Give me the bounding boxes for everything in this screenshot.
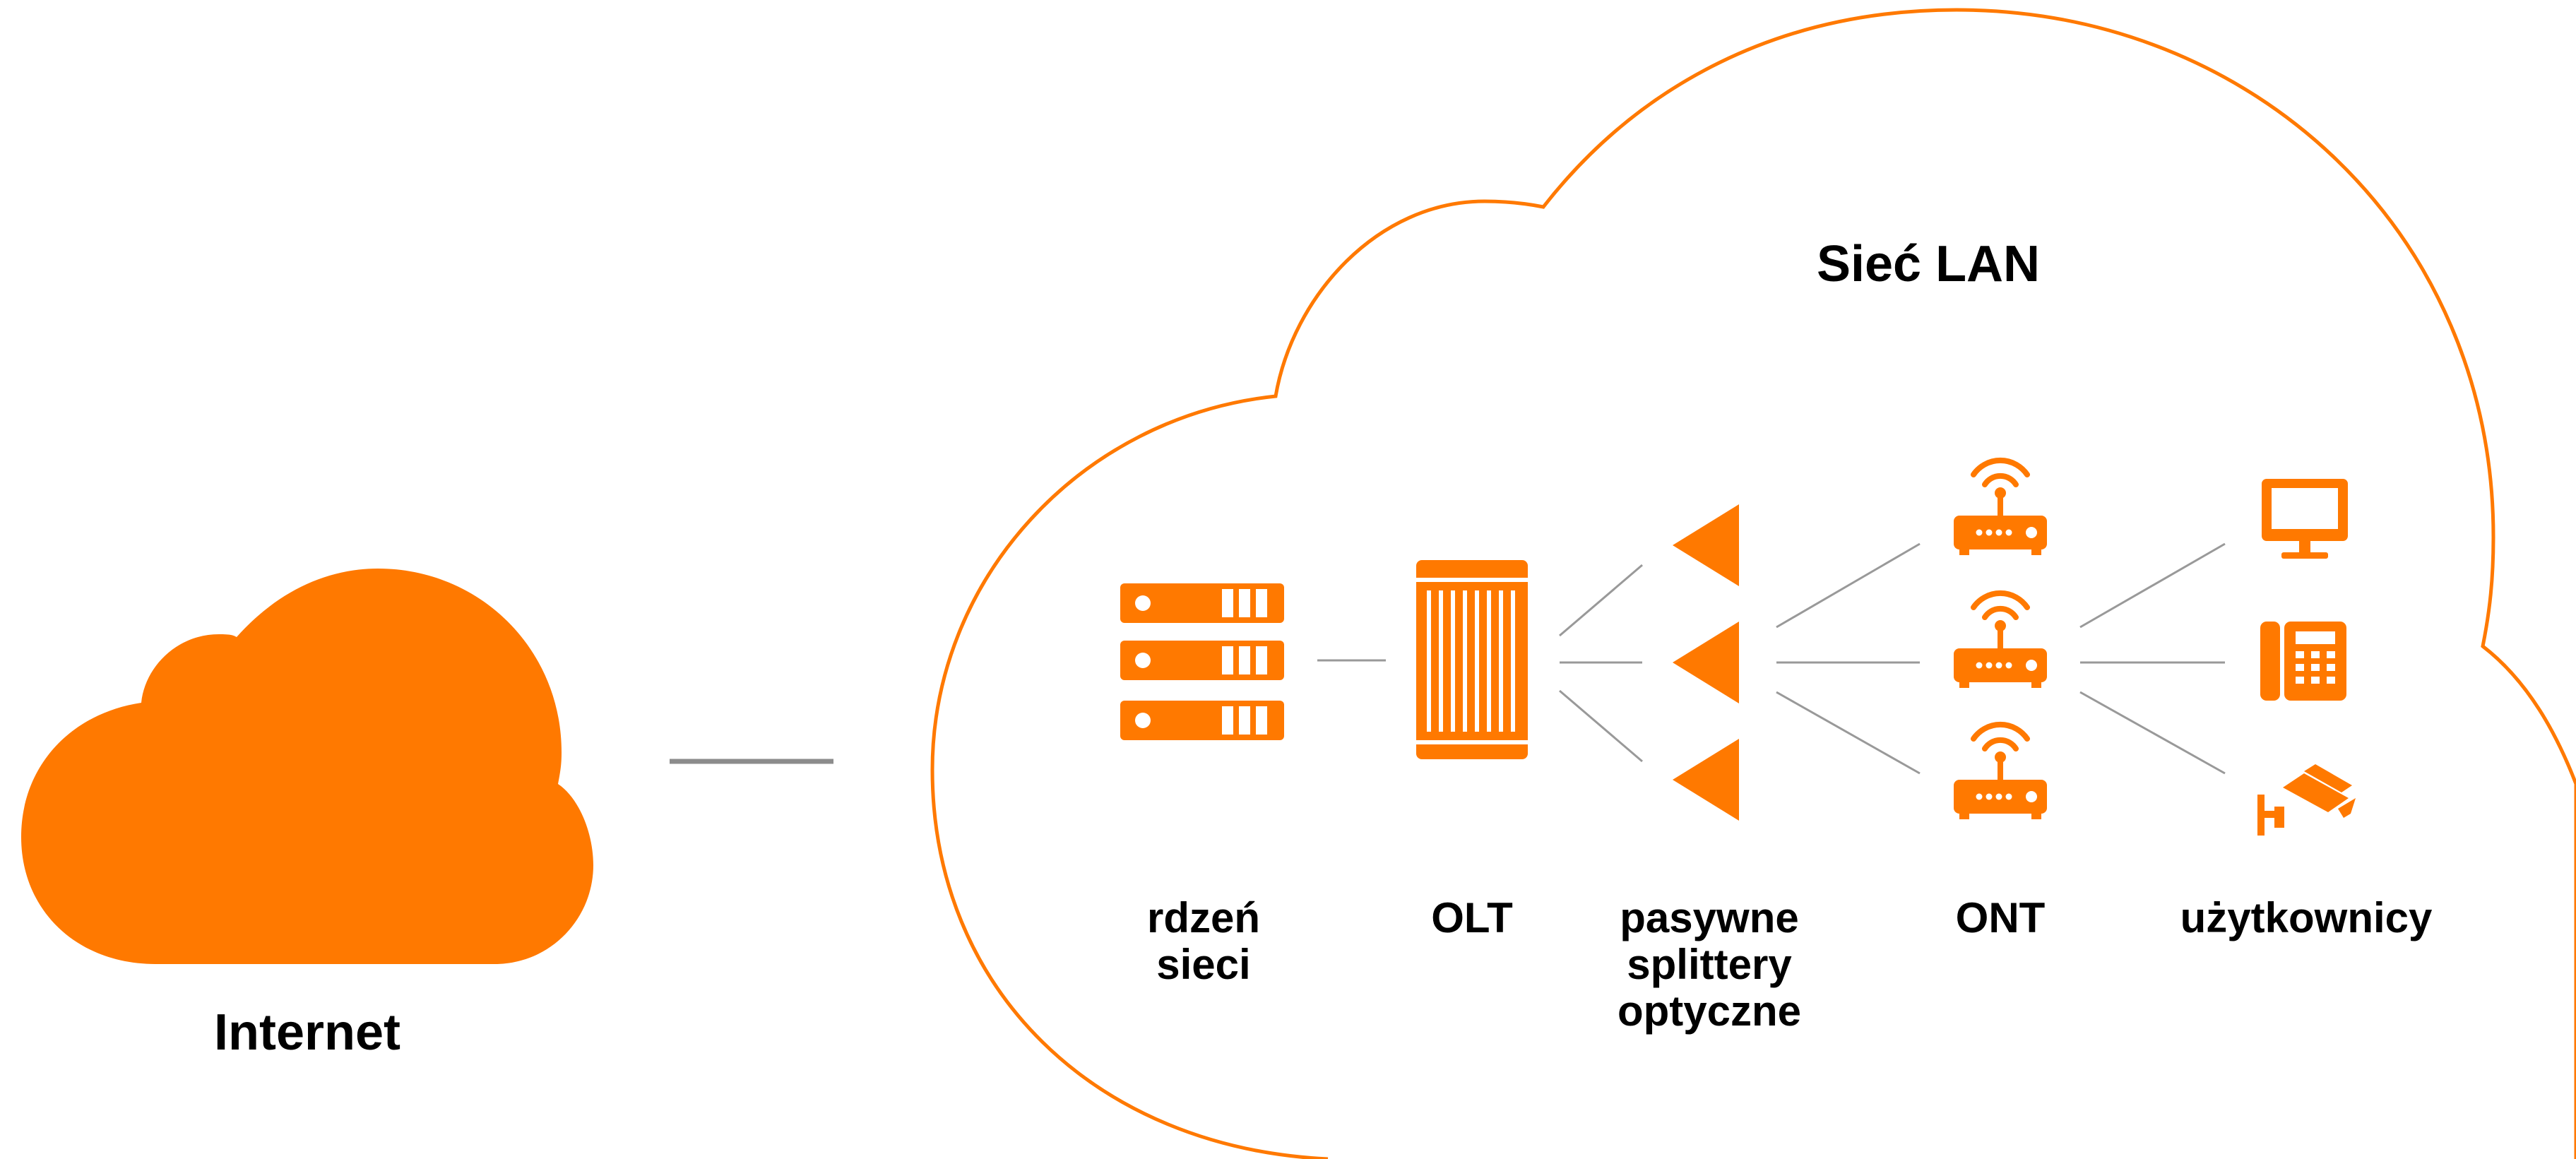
internet-label: Internet: [214, 1004, 400, 1061]
lan-title: Sieć LAN: [1817, 236, 2040, 292]
security-camera-icon: [2257, 764, 2356, 836]
column-label-olt: OLT: [1431, 894, 1513, 941]
column-label-ont: ONT: [1956, 894, 2046, 941]
svg-text:pasywne: pasywne: [1620, 894, 1798, 941]
connector-lines: [1317, 542, 2226, 775]
splitter-icon: [1673, 504, 1739, 821]
olt-device-icon: [1416, 560, 1528, 759]
monitor-icon: [2262, 479, 2348, 559]
svg-text:splittery: splittery: [1627, 941, 1792, 988]
svg-text:OLT: OLT: [1431, 894, 1513, 941]
svg-text:ONT: ONT: [1956, 894, 2046, 941]
svg-text:sieci: sieci: [1156, 941, 1250, 988]
column-label-users: użytkownicy: [2180, 894, 2433, 941]
lan-cloud-outline: [930, 8, 2576, 1159]
server-rack-icon: [1120, 583, 1284, 740]
internet-cloud-icon: [21, 569, 593, 964]
column-label-splitters: pasywne splittery optyczne: [1618, 894, 1801, 1035]
svg-text:optyczne: optyczne: [1618, 987, 1801, 1035]
desk-phone-icon: [2260, 622, 2346, 701]
column-label-core: rdzeń sieci: [1147, 894, 1260, 988]
svg-text:rdzeń: rdzeń: [1147, 894, 1260, 941]
svg-text:użytkownicy: użytkownicy: [2180, 894, 2433, 941]
router-icon: [1954, 460, 2047, 819]
